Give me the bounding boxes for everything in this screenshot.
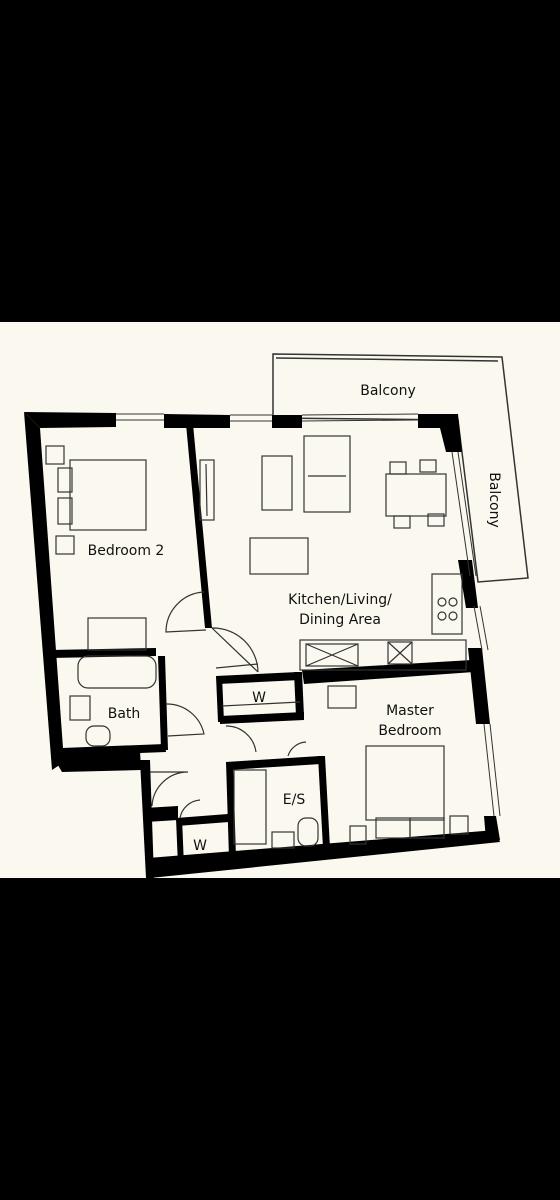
kitchen-label-line2: Dining Area <box>299 612 381 628</box>
master-label-line2: Bedroom <box>378 723 441 739</box>
wardrobe-entry-label: W <box>193 838 207 854</box>
exterior-walls <box>24 412 500 878</box>
bath-label: Bath <box>108 706 141 722</box>
doors <box>150 591 307 819</box>
room-labels: Balcony Balcony Bedroom 2 Kitchen/Living… <box>88 383 502 854</box>
windows <box>116 413 501 817</box>
interior-walls <box>50 424 474 866</box>
furniture <box>45 435 469 849</box>
balcony-top-label: Balcony <box>360 383 416 399</box>
ensuite-label: E/S <box>283 792 306 808</box>
top-letterbox <box>0 0 560 322</box>
master-label-line1: Master <box>386 703 434 719</box>
wardrobe-center-label: W <box>252 690 266 706</box>
bedroom2-label: Bedroom 2 <box>88 543 165 559</box>
bottom-letterbox <box>0 878 560 1200</box>
kitchen-label-line1: Kitchen/Living/ <box>288 592 392 608</box>
balcony-side-label: Balcony <box>486 472 502 528</box>
apartment-floor <box>38 425 496 868</box>
